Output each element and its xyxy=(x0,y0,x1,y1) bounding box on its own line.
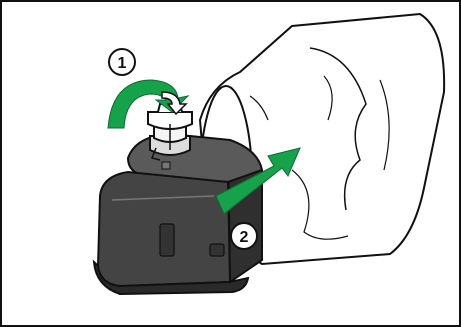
step-1-number: 1 xyxy=(118,55,127,72)
step-2-number: 2 xyxy=(240,229,249,246)
step-2-badge: 2 xyxy=(231,223,257,249)
step-1-badge: 1 xyxy=(109,49,135,75)
